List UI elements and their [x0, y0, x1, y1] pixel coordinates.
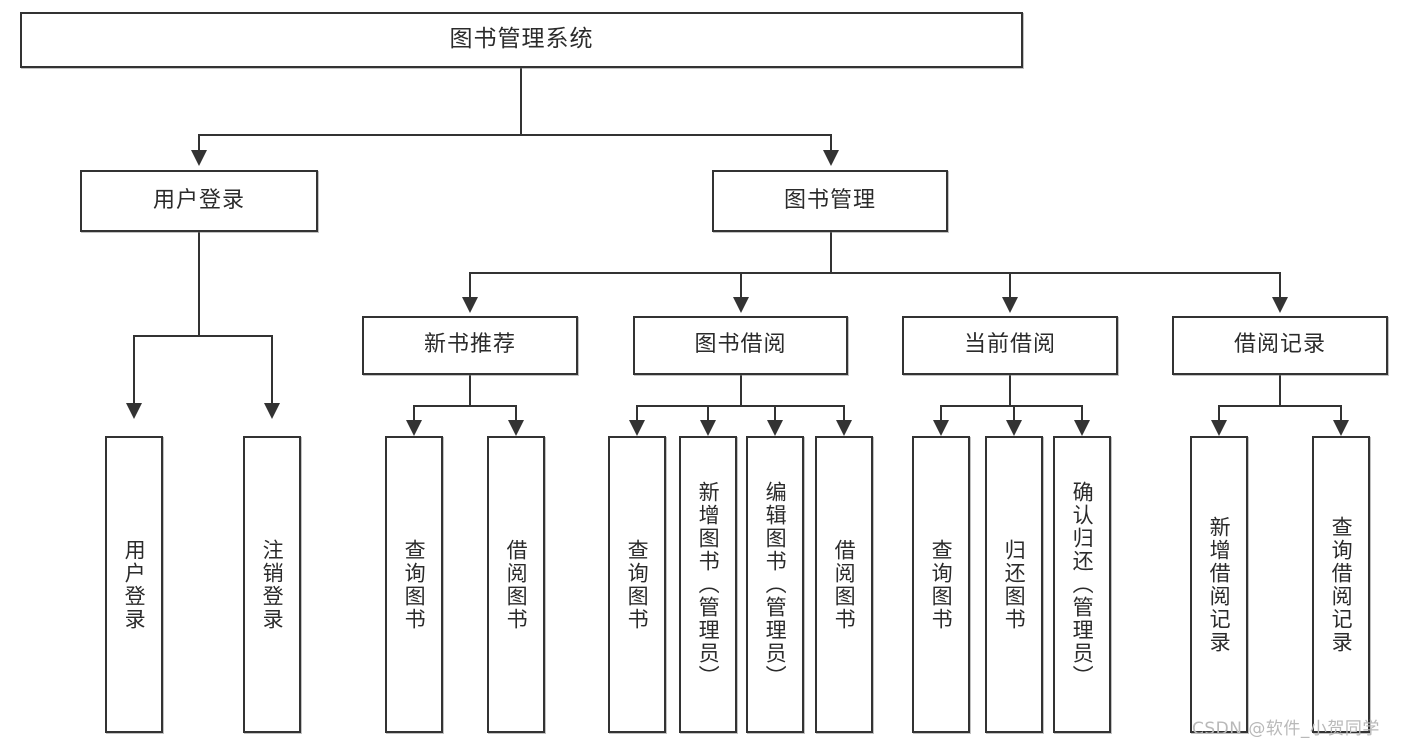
- node-label: 用户登录: [122, 538, 147, 631]
- node-label: 借阅记录: [1233, 332, 1326, 358]
- edge-user-login-child-1: [133, 335, 135, 404]
- node-label: 用户登录: [152, 187, 245, 213]
- leaf-user-login[interactable]: 用户登录: [105, 436, 163, 733]
- edge-user-login-stem: [198, 232, 200, 336]
- edge-root-to-user-login: [198, 134, 200, 151]
- node-current-borrow[interactable]: 当前借阅: [902, 316, 1118, 375]
- node-label: 查询图书: [929, 538, 954, 631]
- edge-book-borrow-child-2: [707, 405, 709, 421]
- edge-book-manage-bus: [469, 272, 1281, 274]
- node-label: 注销登录: [260, 538, 285, 631]
- arrow-leaf-logout: [264, 403, 280, 419]
- arrow-to-user-login: [191, 150, 207, 166]
- node-label: 图书管理系统: [449, 26, 594, 53]
- arrow-leaf-query-book-3: [933, 420, 949, 436]
- leaf-borrow-book-recommend[interactable]: 借阅图书: [487, 436, 545, 733]
- leaf-add-book-admin[interactable]: 新增图书（管理员）: [679, 436, 737, 733]
- arrow-leaf-return-book: [1006, 420, 1022, 436]
- leaf-confirm-return-admin[interactable]: 确认归还（管理员）: [1053, 436, 1111, 733]
- edge-book-borrow-child-4: [843, 405, 845, 421]
- arrow-leaf-confirm-return: [1074, 420, 1090, 436]
- edge-current-borrow-child-1: [940, 405, 942, 421]
- arrow-to-borrow-record: [1272, 297, 1288, 313]
- leaf-query-book-current[interactable]: 查询图书: [912, 436, 970, 733]
- arrow-to-current-borrow: [1002, 297, 1018, 313]
- edge-current-borrow-bus: [940, 405, 1082, 407]
- arrow-leaf-borrow-book-2: [836, 420, 852, 436]
- node-book-management[interactable]: 图书管理: [712, 170, 948, 232]
- leaf-query-book-recommend[interactable]: 查询图书: [385, 436, 443, 733]
- edge-current-borrow-child-2: [1013, 405, 1015, 421]
- edge-user-login-child-2: [271, 335, 273, 404]
- edge-book-manage-to-new-book: [469, 272, 471, 298]
- node-label: 查询借阅记录: [1329, 515, 1354, 654]
- arrow-leaf-query-book-1: [406, 420, 422, 436]
- leaf-query-borrow-record[interactable]: 查询借阅记录: [1312, 436, 1370, 733]
- edge-current-borrow-stem: [1009, 375, 1011, 406]
- edge-borrow-record-stem: [1279, 375, 1281, 406]
- node-borrow-record[interactable]: 借阅记录: [1172, 316, 1388, 375]
- edge-new-book-child-1: [413, 405, 415, 421]
- node-label: 查询图书: [625, 538, 650, 631]
- arrow-to-book-manage: [823, 150, 839, 166]
- arrow-leaf-add-record: [1211, 420, 1227, 436]
- edge-new-book-bus: [413, 405, 516, 407]
- edge-root-stem: [520, 68, 522, 135]
- edge-book-borrow-child-3: [774, 405, 776, 421]
- arrow-leaf-edit-book: [767, 420, 783, 436]
- node-label: 借阅图书: [504, 538, 529, 631]
- arrow-to-book-borrow: [733, 297, 749, 313]
- watermark-text: CSDN @软件_小贺同学: [1192, 719, 1380, 739]
- arrow-leaf-borrow-book-1: [508, 420, 524, 436]
- leaf-logout[interactable]: 注销登录: [243, 436, 301, 733]
- leaf-add-borrow-record[interactable]: 新增借阅记录: [1190, 436, 1248, 733]
- edge-book-borrow-bus: [636, 405, 844, 407]
- edge-book-manage-to-record: [1279, 272, 1281, 298]
- node-label: 图书管理: [783, 187, 876, 213]
- arrow-leaf-query-book-2: [629, 420, 645, 436]
- edge-borrow-record-child-1: [1218, 405, 1220, 421]
- arrow-leaf-add-book: [700, 420, 716, 436]
- edge-book-borrow-child-1: [636, 405, 638, 421]
- node-book-borrow[interactable]: 图书借阅: [633, 316, 848, 375]
- edge-book-borrow-stem: [740, 375, 742, 406]
- node-label: 编辑图书（管理员）: [763, 481, 788, 688]
- arrow-leaf-user-login: [126, 403, 142, 419]
- edge-new-book-child-2: [515, 405, 517, 421]
- leaf-query-book-borrow[interactable]: 查询图书: [608, 436, 666, 733]
- node-label: 查询图书: [402, 538, 427, 631]
- edge-borrow-record-child-2: [1340, 405, 1342, 421]
- node-label: 当前借阅: [963, 332, 1056, 358]
- node-label: 图书借阅: [694, 332, 787, 358]
- node-label: 借阅图书: [832, 538, 857, 631]
- edge-borrow-record-bus: [1218, 405, 1341, 407]
- node-label: 确认归还（管理员）: [1070, 481, 1095, 688]
- edge-book-manage-to-current: [1009, 272, 1011, 298]
- edge-new-book-stem: [469, 375, 471, 406]
- edge-current-borrow-child-3: [1081, 405, 1083, 421]
- node-root-system[interactable]: 图书管理系统: [20, 12, 1023, 68]
- node-user-login[interactable]: 用户登录: [80, 170, 318, 232]
- node-label: 新书推荐: [423, 332, 516, 358]
- node-label: 新增借阅记录: [1207, 515, 1232, 654]
- edge-root-to-book-manage: [830, 134, 832, 151]
- edge-user-login-bus: [133, 335, 272, 337]
- arrow-leaf-query-record: [1333, 420, 1349, 436]
- edge-root-bus: [198, 134, 832, 136]
- leaf-edit-book-admin[interactable]: 编辑图书（管理员）: [746, 436, 804, 733]
- node-new-book-recommend[interactable]: 新书推荐: [362, 316, 578, 375]
- node-label: 归还图书: [1002, 538, 1027, 631]
- edge-book-manage-to-borrow: [740, 272, 742, 298]
- arrow-to-new-book: [462, 297, 478, 313]
- node-label: 新增图书（管理员）: [696, 481, 721, 688]
- leaf-borrow-book[interactable]: 借阅图书: [815, 436, 873, 733]
- leaf-return-book[interactable]: 归还图书: [985, 436, 1043, 733]
- edge-book-manage-stem: [830, 232, 832, 273]
